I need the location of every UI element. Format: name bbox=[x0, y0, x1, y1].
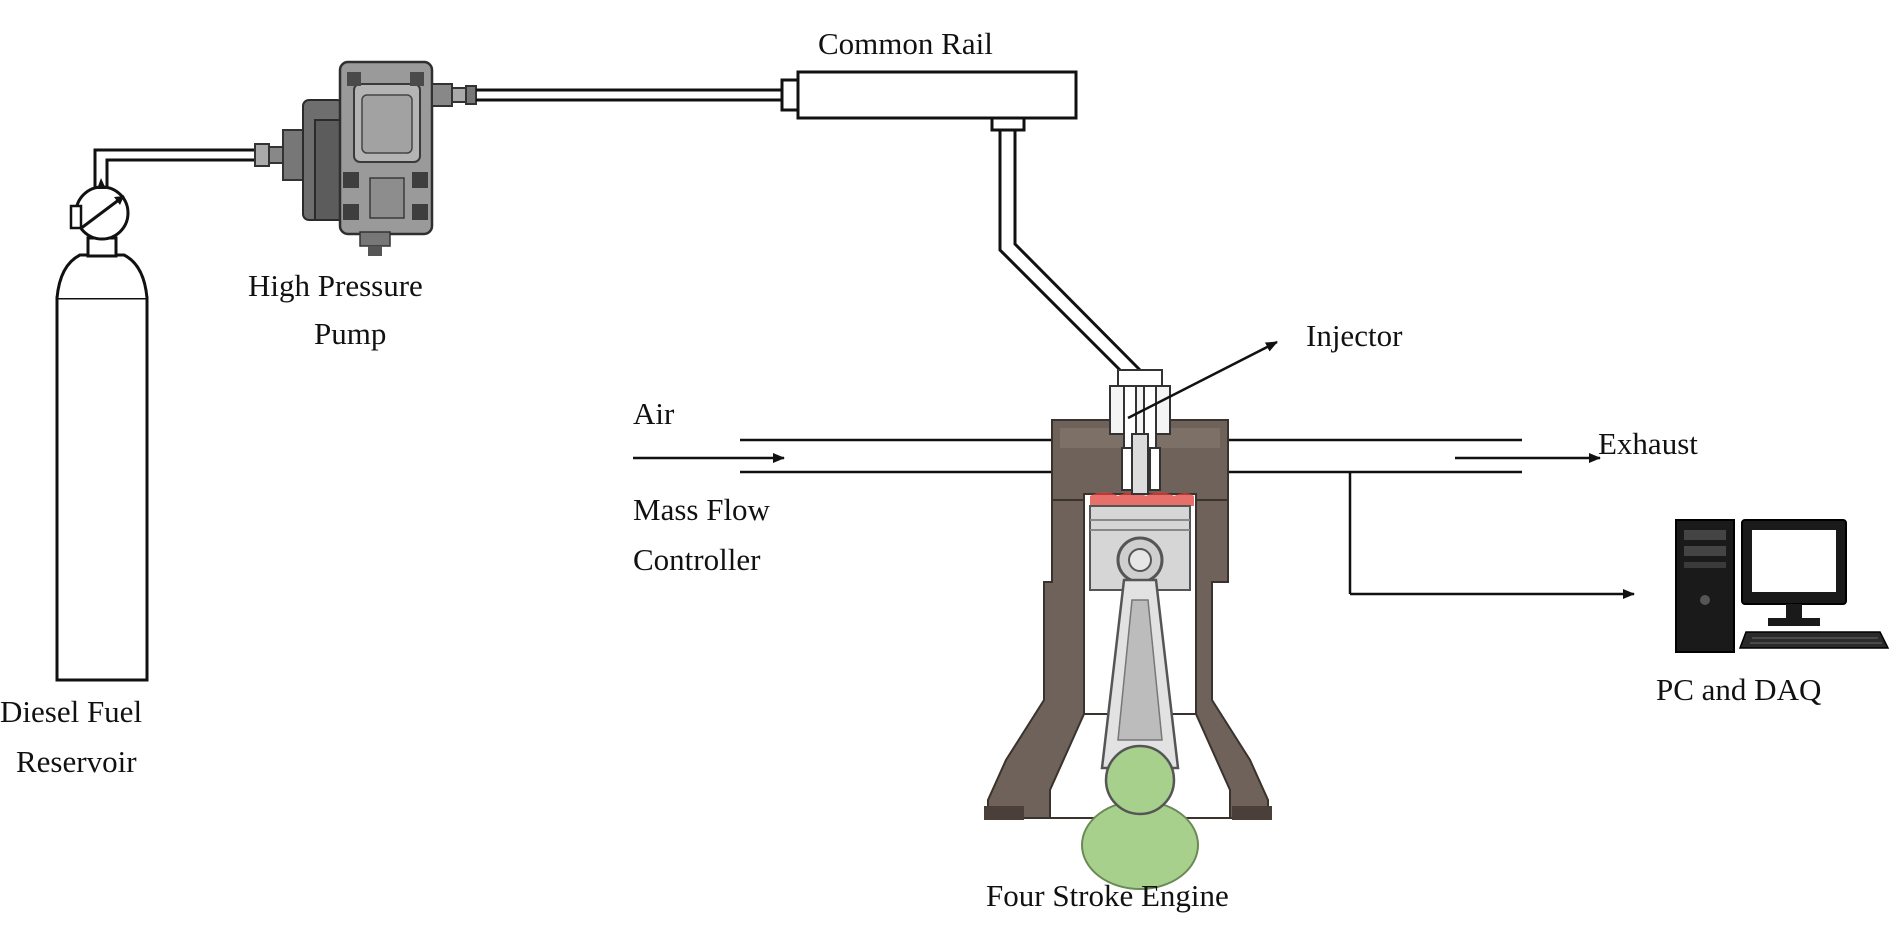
fuel-pipe-to-injector bbox=[998, 130, 1142, 378]
fuel-pipe-to-rail bbox=[476, 88, 782, 102]
label-injector: Injector bbox=[1306, 318, 1403, 353]
label-pc-and-daq: PC and DAQ bbox=[1656, 672, 1821, 707]
high-pressure-pump bbox=[282, 60, 477, 256]
fuel-feed-pump-symbol bbox=[69, 178, 130, 241]
label-high-pressure-pump-line2: Pump bbox=[314, 316, 386, 351]
fuel-pipe-to-pump bbox=[93, 143, 284, 188]
label-diesel-fuel-line1: Diesel Fuel bbox=[0, 694, 142, 729]
diesel-fuel-reservoir bbox=[55, 236, 149, 682]
pc-and-daq bbox=[1675, 519, 1890, 653]
label-mass-flow-line1: Mass Flow bbox=[633, 492, 771, 527]
injector bbox=[1109, 369, 1171, 495]
label-exhaust: Exhaust bbox=[1598, 426, 1698, 461]
label-air: Air bbox=[633, 396, 675, 431]
common-rail bbox=[780, 70, 1078, 132]
injector-pointer-arrow bbox=[1127, 340, 1278, 420]
label-high-pressure-pump-line1: High Pressure bbox=[248, 268, 423, 303]
label-mass-flow-line2: Controller bbox=[633, 542, 761, 577]
four-stroke-engine bbox=[984, 419, 1272, 890]
label-diesel-fuel-line2: Reservoir bbox=[16, 744, 137, 779]
label-common-rail: Common Rail bbox=[818, 26, 993, 61]
label-four-stroke-engine: Four Stroke Engine bbox=[986, 878, 1229, 913]
